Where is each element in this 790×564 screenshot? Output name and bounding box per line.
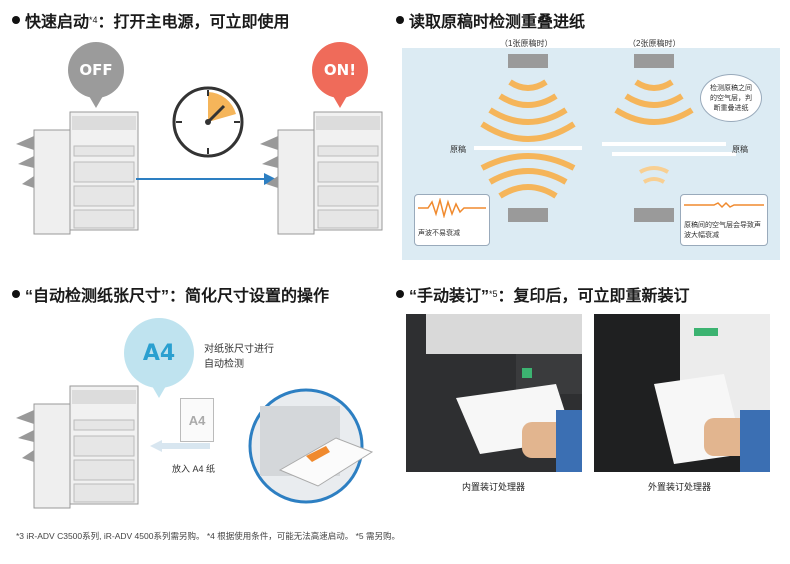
arrow-left-icon <box>150 440 210 452</box>
heading-auto-detect: “自动检测纸张尺寸”：简化尺寸设置的操作 <box>12 282 329 306</box>
a4-badge: A4 <box>124 318 194 398</box>
heading-double-feed-title: 读取原稿时检测重叠进纸 <box>409 14 586 31</box>
bullet-dot <box>12 16 20 24</box>
callout-easy: 声波不易衰减 <box>414 194 490 246</box>
caption-inner-stapler: 内置装订处理器 <box>462 482 526 492</box>
label-one-sheet: （1张原稿时） <box>500 39 553 48</box>
a4-badge-text: A4 <box>142 340 176 366</box>
photo-outer-stapler <box>594 314 770 472</box>
outer-stapler-image <box>594 314 770 472</box>
off-bubble: OFF <box>68 42 124 108</box>
printer-image-auto <box>16 385 139 509</box>
callout-air-layer: 检测原稿之间的空气层，判断重叠进纸 <box>700 74 762 122</box>
callout-easy-text: 声波不易衰减 <box>418 230 460 237</box>
heading-quick-start-title: 快速启动 <box>25 14 90 31</box>
ultrasonic-diagram <box>474 54 736 222</box>
auto-detect-desc-1: 对纸张尺寸进行 <box>204 344 274 355</box>
photo-inner-stapler <box>406 314 582 472</box>
heading-auto-detect-title: “自动检测纸张尺寸”：简化尺寸设置的操作 <box>25 288 330 305</box>
bullet-dot <box>396 16 404 24</box>
callout-strong-text: 原稿间的空气层会导致声波大幅衰减 <box>684 222 761 239</box>
inner-stapler-image <box>406 314 582 472</box>
printer-image-off <box>16 111 139 235</box>
footnote-ref: *4 <box>89 15 98 25</box>
off-label: OFF <box>79 61 113 79</box>
footnote: *3 iR-ADV C3500系列, iR-ADV 4500系列需另购。 *4 … <box>16 531 400 541</box>
waveform-icon <box>418 197 486 219</box>
place-a4-label: 放入 A4 纸 <box>172 464 216 474</box>
bullet-dot <box>396 290 404 298</box>
tray-zoom-image <box>248 388 374 504</box>
heading-manual-staple: “手动装订” *5 ：复印后，可立即重新装订 <box>396 282 690 306</box>
auto-detect-desc-2: 自动检测 <box>204 359 244 370</box>
a4-paper-icon: A4 <box>180 398 214 442</box>
double-feed-panel: 原稿 原稿 检测原稿之间的空气层，判断重叠进纸 声波不易衰减 原稿间的空气层会导… <box>402 48 780 260</box>
bullet-dot <box>12 290 20 298</box>
waveform-flat-icon <box>684 201 764 209</box>
printer-image-on <box>260 111 383 235</box>
heading-manual-staple-title: “手动装订” <box>409 288 490 305</box>
on-bubble: ON! <box>312 42 368 108</box>
doc-label-left: 原稿 <box>450 145 466 154</box>
clock-icon <box>172 86 244 158</box>
on-label: ON! <box>323 61 357 79</box>
heading-double-feed: 读取原稿时检测重叠进纸 <box>396 8 585 32</box>
heading-manual-staple-rest: ：复印后，可立即重新装订 <box>497 288 690 305</box>
arrow-right-icon <box>136 173 276 185</box>
callout-strong: 原稿间的空气层会导致声波大幅衰减 <box>680 194 768 246</box>
a4-paper-label: A4 <box>188 412 206 428</box>
label-two-sheets: （2张原稿时） <box>628 39 681 48</box>
heading-quick-start: 快速启动 *4 ：打开主电源，可立即使用 <box>12 8 290 32</box>
caption-outer-stapler: 外置装订处理器 <box>648 482 712 492</box>
heading-quick-start-rest: ：打开主电源，可立即使用 <box>97 14 290 31</box>
doc-label-right: 原稿 <box>732 145 748 154</box>
footnote-ref: *5 <box>489 289 498 299</box>
